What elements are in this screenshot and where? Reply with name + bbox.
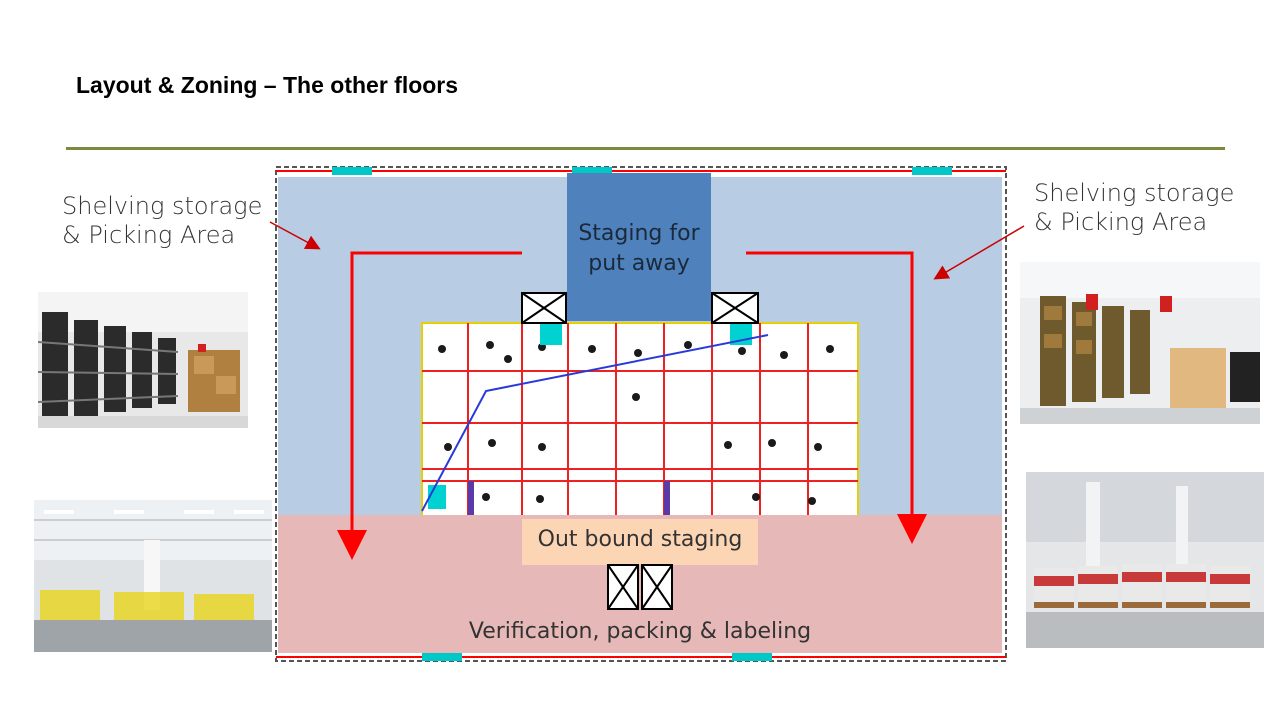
floor-plan: Staging for put away Out bound staging V… [272,163,1010,665]
cad-detail [421,322,859,518]
outbound-staging-label: Out bound staging [537,527,743,552]
verification-label: Verification, packing & labeling [468,619,812,644]
outbound-staging-label-bg [522,519,758,565]
put-away-label: Staging for put away [578,221,700,276]
floor-plan-drawing [275,166,1007,662]
flow-arrow-left [337,251,522,560]
dock-door-right [711,292,759,324]
photo-pallets-right [1026,472,1264,648]
shelving-label-right: Shelving storage & Picking Area [1034,179,1234,237]
slide-title: Layout & Zoning – The other floors [76,72,459,98]
flow-arrow-right [746,251,927,544]
photo-shelving-left [38,292,248,428]
dock-door-left [521,292,567,324]
photo-warehouse-left [34,500,272,652]
shelving-label-right-text: Shelving storage & Picking Area [1034,179,1235,236]
packing-station [607,564,673,610]
title-divider [66,147,1225,150]
shelving-label-left-text: Shelving storage & Picking Area [62,192,263,249]
photo-shelving-right [1020,262,1260,424]
shelving-label-left: Shelving storage & Picking Area [62,192,262,250]
put-away-zone [567,173,711,321]
